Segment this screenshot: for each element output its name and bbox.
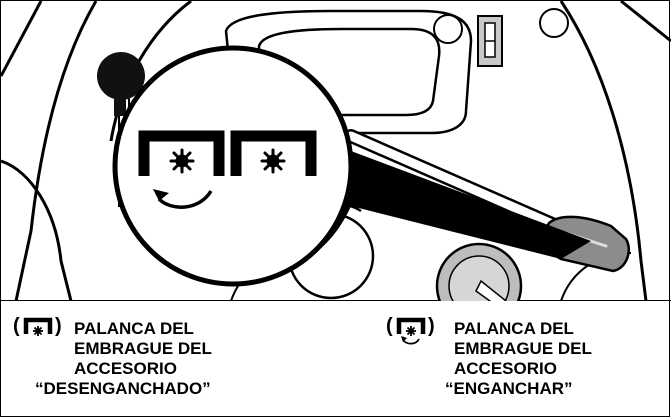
caption-line: ACCESORIO (74, 359, 177, 378)
paren-open: ( (386, 315, 393, 337)
bolt-icons (433, 8, 569, 44)
pto-disengaged-symbol (138, 130, 225, 209)
pto-engaged-symbol (230, 130, 317, 176)
tractor-dash-illustration (1, 1, 671, 301)
dash-housing (1, 1, 671, 301)
pto-engaged-icon (396, 317, 426, 345)
caption-line: “DESENGANCHADO” (35, 379, 211, 398)
caption-line: PALANCA DEL (74, 319, 194, 338)
paren-close: ) (428, 315, 435, 337)
caption-engaged: ( ) PALANCA DEL EMBRAGUE DEL ACCESORIO “… (384, 315, 664, 399)
caption-line: ACCESORIO (454, 359, 557, 378)
ignition-key-icon (435, 242, 523, 301)
caption-line: PALANCA DEL (454, 319, 574, 338)
caption-disengaged: ( ) PALANCA DEL EMBRAGUE DEL ACCESORIO “… (11, 315, 291, 399)
caption-line: EMBRAGUE DEL (74, 339, 212, 358)
switch-icon (477, 15, 503, 67)
paren-open: ( (13, 315, 20, 337)
magnifier-cone (256, 59, 591, 279)
caption-line: “ENGANCHAR” (445, 379, 573, 398)
pto-disengaged-icon (23, 317, 53, 336)
caption-line: EMBRAGUE DEL (454, 339, 592, 358)
paren-close: ) (55, 315, 62, 337)
